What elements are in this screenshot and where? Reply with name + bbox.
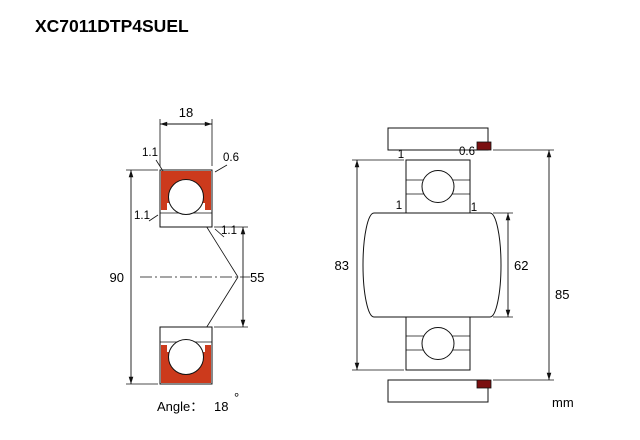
housing-bottom <box>387 379 489 403</box>
mounted-view: 83 62 85 1 0.6 1 1 <box>335 127 569 403</box>
outer-diameter-dimension: 90 <box>110 169 158 385</box>
housing-fillet-label: 1 <box>398 149 404 161</box>
shaft-shoulder-dimension: 62 <box>493 212 528 318</box>
chamfer-labels: 1.1 0.6 1.1 1.1 <box>134 147 239 238</box>
seal-land-value: 85 <box>555 287 569 302</box>
ball <box>421 170 455 203</box>
angle-prefix: Angle： <box>157 399 203 414</box>
chamfer-inner-label: 1.1 <box>221 225 237 237</box>
chamfer-leader <box>214 228 225 238</box>
width-dimension: 18 <box>159 105 213 166</box>
chamfer-outer-left-label: 1.1 <box>142 147 158 159</box>
chamfer-leader <box>214 164 228 173</box>
bearing-section-top <box>159 169 213 228</box>
seal-lip-right <box>205 203 211 210</box>
chamfer-outer-right-label: 0.6 <box>223 152 239 164</box>
housing-chamfer-label: 0.6 <box>459 146 475 158</box>
seal-lip-left <box>161 345 167 352</box>
ball <box>421 327 455 360</box>
shaft-fillet-right-label: 1 <box>471 202 477 214</box>
shaft-fillet-left-label: 1 <box>396 200 402 212</box>
ball <box>168 179 204 215</box>
locating-seal-bottom <box>476 379 492 389</box>
locating-seal-top <box>476 141 492 151</box>
page-title: XC7011DTP4SUEL <box>35 16 189 36</box>
angle-value: 18 <box>214 399 228 414</box>
bore-diameter-value: 55 <box>250 270 264 285</box>
angle-degree-symbol: ° <box>234 390 239 405</box>
unit-label: mm <box>552 395 574 410</box>
chamfer-leader <box>148 214 159 222</box>
chamfer-side-label: 1.1 <box>134 210 150 222</box>
seal-land-dimension: 85 <box>493 149 569 381</box>
mounted-bearing-top <box>405 159 471 214</box>
shaft-shoulder-value: 62 <box>514 258 528 273</box>
mounted-bearing-bottom <box>405 316 471 371</box>
angle-caption: Angle： 18 ° <box>157 390 239 414</box>
fillet-labels: 1 0.6 1 1 <box>396 146 477 214</box>
front-view: 18 90 55 1.1 0.6 1.1 1.1 <box>110 105 265 414</box>
bore-diameter-dimension: 55 <box>214 226 264 328</box>
chamfer-leader <box>155 159 164 172</box>
width-value: 18 <box>179 105 193 120</box>
housing-shoulder-value: 83 <box>335 258 349 273</box>
ball <box>168 339 204 375</box>
housing-top <box>387 127 489 151</box>
shaft <box>362 212 502 318</box>
bearing-section-bottom <box>159 326 213 385</box>
outer-diameter-value: 90 <box>110 270 124 285</box>
housing-shoulder-dimension: 83 <box>335 159 404 371</box>
seal-lip-right <box>205 345 211 352</box>
seal-lip-left <box>161 203 167 210</box>
